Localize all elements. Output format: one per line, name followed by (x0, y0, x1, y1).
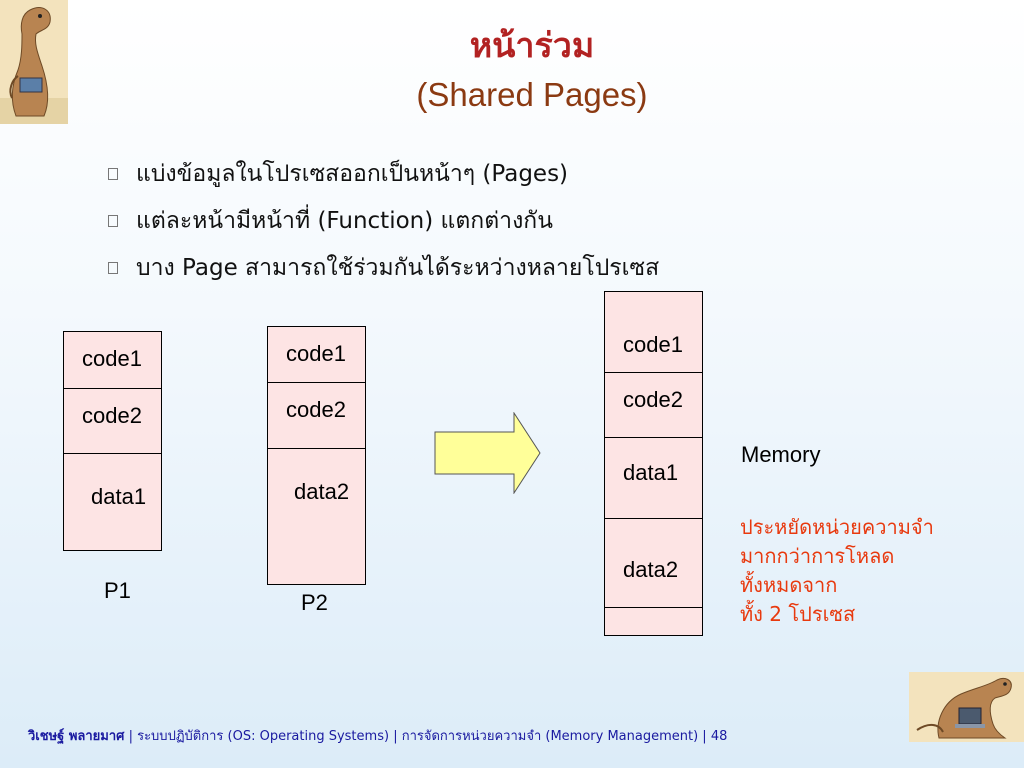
process-p1-box: code1 code2 data1 (63, 331, 162, 551)
list-item: บาง Page สามารถใช้ร่วมกันได้ระหว่างหลายโ… (100, 244, 880, 291)
process-p2-label: P2 (301, 590, 328, 615)
footer-author: วิเชษฐ์ พลายมาศ (28, 729, 125, 744)
process-p1-label: P1 (104, 578, 131, 603)
bullet-icon (108, 167, 118, 180)
process-p2-box: code1 code2 data2 (267, 326, 366, 585)
footer-course: ระบบปฏิบัติการ (OS: Operating Systems) (137, 729, 390, 744)
p2-segment-data2: data2 (294, 479, 350, 504)
memory-segment-code1: code1 (605, 292, 702, 373)
bullet-icon (108, 261, 118, 274)
dinosaur-laptop-illustration-icon (909, 672, 1024, 742)
memory-segment-data2: data2 (605, 519, 702, 608)
footer: วิเชษฐ์ พลายมาศ | ระบบปฏิบัติการ (OS: Op… (28, 729, 728, 744)
memory-segment-code2: code2 (605, 373, 702, 438)
p1-segment-code1: code1 (64, 332, 161, 389)
memory-label: Memory (741, 442, 821, 467)
list-item: แต่ละหน้ามีหน้าที่ (Function) แตกต่างกัน (100, 197, 880, 244)
footer-page-number: 48 (710, 729, 728, 744)
p1-segment-data1: data1 (91, 484, 147, 509)
dinosaur-illustration-icon (0, 0, 68, 124)
memory-box: code1 code2 data1 data2 (604, 291, 703, 636)
page-title: หน้าร่วม (469, 26, 595, 66)
p1-segment-code2: code2 (64, 389, 161, 454)
right-arrow-icon (434, 411, 542, 495)
p2-segment-code2: code2 (268, 383, 365, 449)
memory-segment-data1: data1 (605, 438, 702, 519)
footer-topic: การจัดการหน่วยความจำ (Memory Management) (401, 729, 699, 744)
bullet-icon (108, 214, 118, 227)
list-item: แบ่งข้อมูลในโปรเซสออกเป็นหน้าๆ (Pages) (100, 150, 880, 197)
memory-segment-empty (605, 608, 702, 635)
bullet-list: แบ่งข้อมูลในโปรเซสออกเป็นหน้าๆ (Pages) แ… (100, 150, 880, 291)
savings-note: ประหยัดหน่วยความจำ มากกว่าการโหลด ทั้งหม… (740, 515, 934, 626)
page-subtitle: (Shared Pages) (416, 76, 648, 113)
p2-segment-code1: code1 (268, 327, 365, 383)
